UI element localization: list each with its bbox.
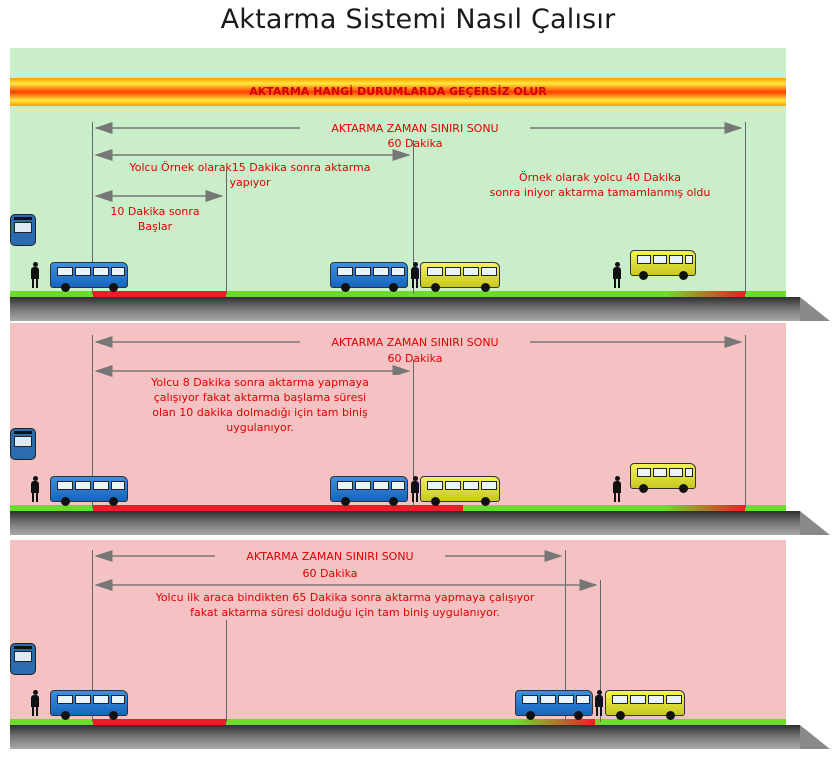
note-3-line-1: Yolcu ilk araca bindikten 65 Dakika sonr… bbox=[155, 591, 535, 604]
note-2-line-4: uygulanıyor. bbox=[226, 421, 294, 434]
start-line-2 bbox=[92, 335, 93, 508]
passenger-icon bbox=[612, 262, 622, 288]
bus-1-icon bbox=[50, 262, 128, 292]
bus-1-icon bbox=[50, 476, 128, 506]
activation-line-3 bbox=[226, 600, 227, 722]
passenger-icon bbox=[30, 476, 40, 502]
transfer-note-1: Yolcu Örnek olarak15 Dakika sonra aktarm… bbox=[110, 160, 390, 190]
note-2-line-2: çalışıyor fakat aktarma başlama süresi bbox=[153, 391, 367, 404]
page-title: Aktarma Sistemi Nasıl Çalısır bbox=[220, 4, 616, 35]
limit-label-3: AKTARMA ZAMAN SINIRI SONU bbox=[215, 549, 445, 564]
note-2: Yolcu 8 Dakika sonra aktarma yapmaya çal… bbox=[120, 375, 400, 435]
limit-value-1: 60 Dakika bbox=[387, 137, 443, 150]
transfer-line-1 bbox=[413, 140, 414, 294]
limit-line-3 bbox=[565, 550, 566, 722]
bus-2-icon bbox=[605, 690, 685, 720]
transfer-note-1-line-1: Yolcu Örnek olarak15 Dakika sonra aktarm… bbox=[129, 161, 371, 174]
end-note-1: Örnek olarak yolcu 40 Dakika sonra iniyo… bbox=[470, 170, 730, 200]
limit-line-1 bbox=[745, 122, 746, 294]
road-3 bbox=[10, 719, 786, 725]
road-slab-2 bbox=[10, 511, 830, 535]
invalid-cases-banner: AKTARMA HANGİ DURUMLARDA GEÇERSİZ OLUR bbox=[10, 78, 786, 106]
note-3: Yolcu ilk araca bindikten 65 Dakika sonr… bbox=[130, 590, 560, 620]
activation-line-1 bbox=[226, 170, 227, 294]
bus-2-icon bbox=[630, 250, 696, 280]
limit-label-1: AKTARMA ZAMAN SINIRI SONU bbox=[300, 121, 530, 136]
bus-2-icon bbox=[630, 463, 696, 493]
note-3-line-2: fakat aktarma süresi dolduğu için tam bi… bbox=[190, 606, 500, 619]
start-note-1: 10 Dakika sonra Başlar bbox=[100, 204, 210, 234]
waiting-segment-1 bbox=[93, 291, 226, 297]
road-slab-3 bbox=[10, 725, 830, 749]
passenger-icon bbox=[30, 262, 40, 288]
passenger-icon bbox=[30, 690, 40, 716]
transfer-line-2 bbox=[413, 360, 414, 508]
transfer-line-3 bbox=[600, 580, 601, 722]
end-note-1-line-2: sonra iniyor aktarma tamamlanmış oldu bbox=[489, 186, 711, 199]
bus-1-icon bbox=[330, 262, 408, 292]
start-line-1 bbox=[92, 122, 93, 294]
start-note-1-line-2: Başlar bbox=[137, 220, 173, 233]
passenger-icon bbox=[410, 476, 420, 502]
passenger-icon bbox=[410, 262, 420, 288]
end-note-1-line-1: Örnek olarak yolcu 40 Dakika bbox=[518, 171, 682, 184]
limit-segment-3 bbox=[515, 719, 595, 725]
start-line-3 bbox=[92, 550, 93, 722]
limit-value-2: 60 Dakika bbox=[387, 352, 443, 365]
bus-1-icon bbox=[330, 476, 408, 506]
bus-1-icon bbox=[515, 690, 593, 720]
limit-value-3: 60 Dakika bbox=[302, 567, 358, 580]
start-note-1-line-1: 10 Dakika sonra bbox=[110, 205, 200, 218]
limit-segment-1 bbox=[665, 291, 745, 297]
waiting-segment-3 bbox=[93, 719, 226, 725]
limit-label-2: AKTARMA ZAMAN SINIRI SONU bbox=[300, 335, 530, 350]
bus-front-icon bbox=[10, 428, 36, 460]
road-slab-1 bbox=[10, 297, 830, 321]
bus-1-icon bbox=[50, 690, 128, 720]
limit-line-2 bbox=[745, 335, 746, 508]
bus-front-icon bbox=[10, 643, 36, 675]
note-2-line-3: olan 10 dakika dolmadığı için tam biniş bbox=[152, 406, 368, 419]
road-1 bbox=[10, 291, 786, 297]
bus-2-icon bbox=[420, 262, 500, 292]
limit-segment-2 bbox=[665, 505, 745, 511]
passenger-icon bbox=[594, 690, 604, 716]
bus-front-icon bbox=[10, 214, 36, 246]
waiting-segment-2 bbox=[93, 505, 463, 511]
bus-2-icon bbox=[420, 476, 500, 506]
note-2-line-1: Yolcu 8 Dakika sonra aktarma yapmaya bbox=[151, 376, 369, 389]
passenger-icon bbox=[612, 476, 622, 502]
transfer-note-1-line-2: yapıyor bbox=[229, 176, 271, 189]
